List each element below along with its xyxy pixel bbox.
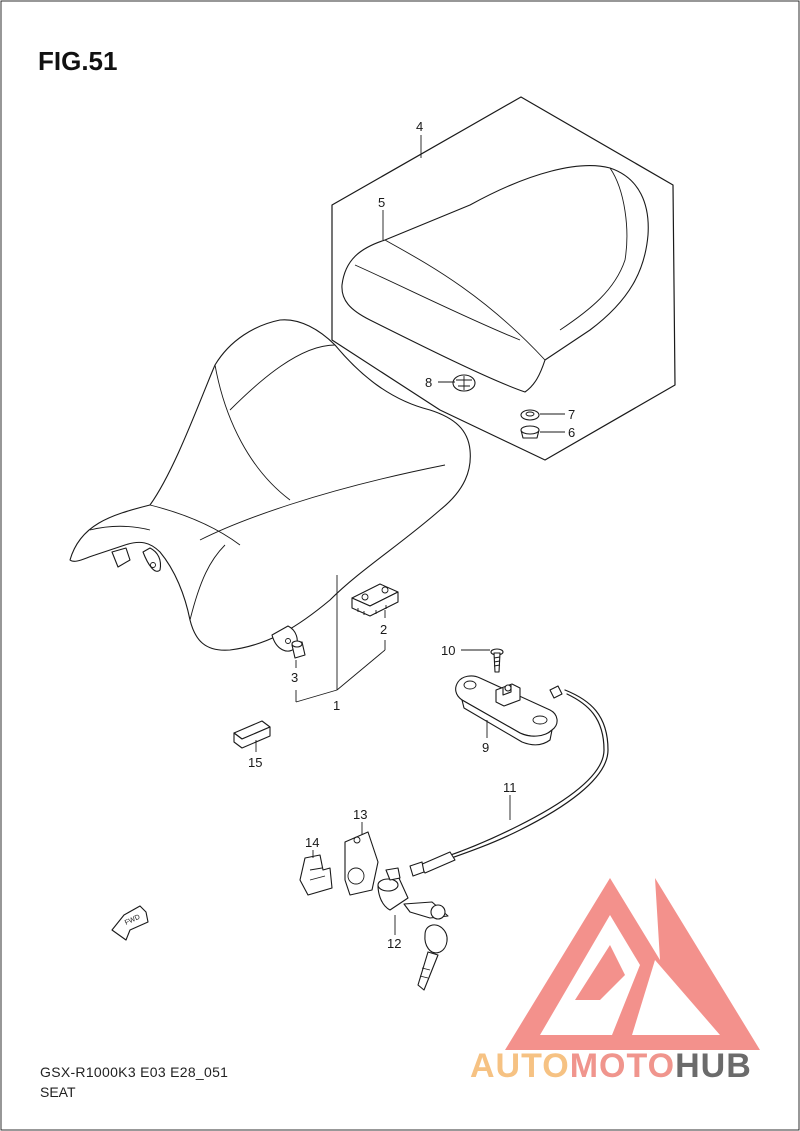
brand-moto: MOTO	[569, 1047, 676, 1085]
washer-part[interactable]	[520, 409, 540, 421]
brand-hub: HUB	[675, 1047, 752, 1085]
main-seat-assy[interactable]	[69, 319, 471, 652]
lock-screw[interactable]	[490, 648, 504, 673]
callout-2: 2	[380, 622, 387, 637]
seat-cowl-set-box	[331, 96, 676, 461]
seat-cushion-rubber[interactable]	[291, 640, 306, 659]
figure-title: FIG.51	[38, 46, 118, 76]
model-code: GSX-R1000K3 E03 E28_051	[40, 1064, 229, 1080]
lock-bracket-plate[interactable]	[344, 831, 379, 896]
watermark-logo	[505, 878, 760, 1050]
callout-11: 11	[503, 780, 517, 795]
seat-bracket[interactable]	[351, 583, 399, 617]
cushion-grommet[interactable]	[452, 374, 476, 392]
section-name: SEAT	[40, 1084, 76, 1100]
callout-15: 15	[248, 755, 262, 770]
lock-clip[interactable]	[299, 854, 333, 896]
brand-auto: AUTO	[470, 1047, 570, 1085]
callout-numbers: 4 5 8 7 6 2 3 1 15 10 9 11 13 14 12	[248, 119, 575, 951]
callout-leaders	[255, 135, 565, 935]
callout-12: 12	[387, 936, 401, 951]
callout-14: 14	[305, 835, 319, 850]
seat-lock-assy[interactable]	[455, 675, 563, 746]
callout-5: 5	[378, 195, 385, 210]
fwd-direction-arrow: FWD	[111, 905, 149, 941]
callout-10: 10	[441, 643, 455, 658]
callout-6: 6	[568, 425, 575, 440]
callout-1: 1	[333, 698, 340, 713]
callout-7: 7	[568, 407, 575, 422]
seat-tape-pad[interactable]	[233, 720, 271, 749]
callout-13: 13	[353, 807, 367, 822]
watermark-brand-text: AUTOMOTOHUB	[470, 1047, 752, 1086]
seat-lock-cable[interactable]	[409, 689, 609, 877]
passenger-seat-cowl[interactable]	[341, 165, 649, 393]
callout-9: 9	[482, 740, 489, 755]
seat-lock-and-key[interactable]	[377, 867, 449, 991]
callout-4: 4	[416, 119, 423, 134]
callout-3: 3	[291, 670, 298, 685]
nut-part[interactable]	[520, 425, 540, 439]
callout-8: 8	[425, 375, 432, 390]
